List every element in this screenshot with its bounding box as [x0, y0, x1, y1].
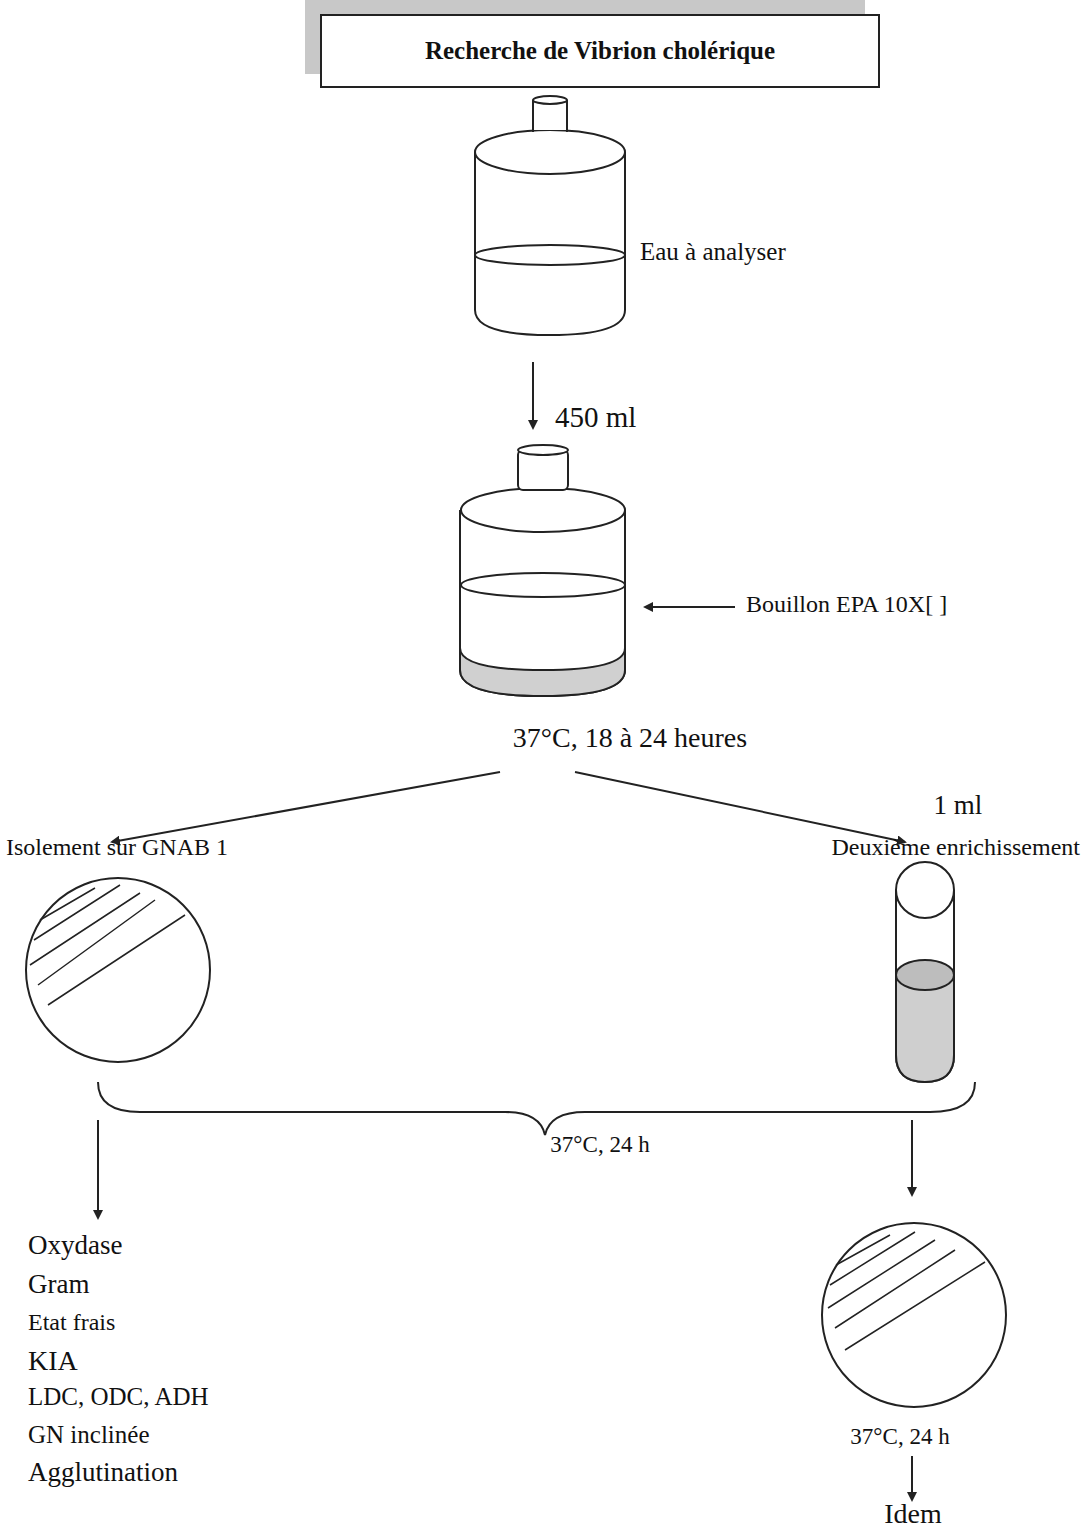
petri-dish — [26, 878, 210, 1062]
step-name: Deuxième enrichissement — [831, 834, 1080, 862]
flow-arrow — [911, 1120, 913, 1195]
test-name: Etat frais — [28, 1309, 115, 1337]
flow-arrow — [97, 1120, 99, 1218]
test-name: GN inclinée — [28, 1421, 149, 1450]
test-name: KIA — [28, 1345, 78, 1377]
volume: 1 ml — [934, 790, 983, 821]
flow-arrow — [911, 1456, 913, 1500]
broth-bottle — [460, 445, 625, 696]
flow-arrow — [575, 772, 905, 842]
incubation: 37°C, 24 h — [550, 1132, 649, 1158]
volume: 450 ml — [555, 401, 636, 434]
test-name: LDC, ODC, ADH — [28, 1383, 209, 1412]
title-text: Recherche de Vibrion cholérique — [425, 37, 775, 65]
medium-name: Bouillon EPA 10X[ ] — [746, 591, 947, 619]
title-box: Recherche de Vibrion cholérique — [320, 14, 880, 88]
step-name: Isolement sur GNAB 1 — [6, 834, 228, 862]
test-name: Gram — [28, 1269, 89, 1300]
result: Idem — [884, 1498, 942, 1530]
pointer-arrow — [645, 606, 735, 608]
flow-arrow — [532, 362, 534, 428]
bracket — [98, 1082, 975, 1135]
incubation: 37°C, 18 à 24 heures — [513, 722, 747, 754]
flow-arrow — [112, 772, 500, 842]
water-bottle — [475, 96, 625, 335]
test-name: Oxydase — [28, 1230, 122, 1261]
test-tube — [896, 862, 954, 1082]
incubation: 37°C, 24 h — [847, 1424, 952, 1450]
petri-dish — [822, 1223, 1006, 1407]
test-name: Agglutination — [28, 1457, 178, 1488]
note: Eau à analyser — [640, 238, 786, 267]
